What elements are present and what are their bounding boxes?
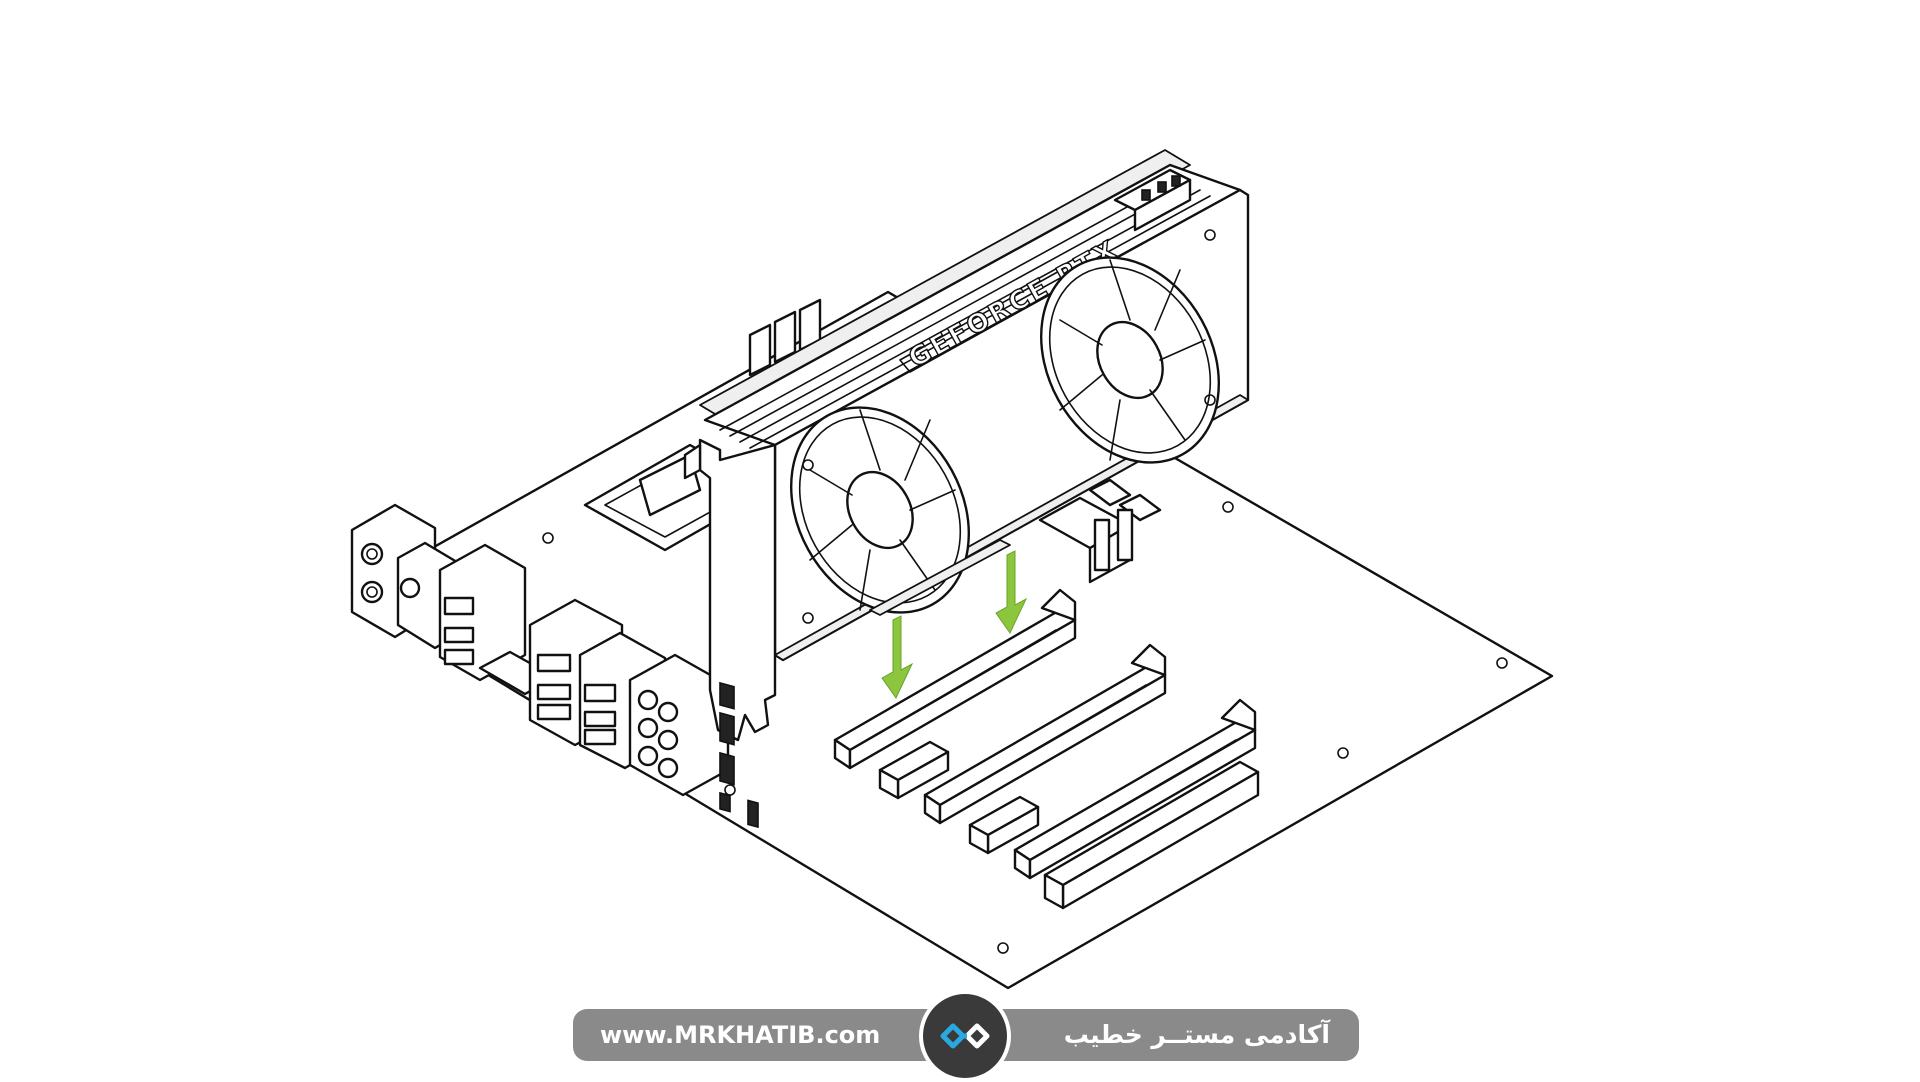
pci-slot-small-2 bbox=[968, 795, 1040, 855]
pcie-bracket bbox=[683, 438, 777, 829]
io-panel bbox=[350, 503, 730, 797]
website-link[interactable]: www.MRKHATIB.com bbox=[600, 1021, 881, 1049]
ram-slots bbox=[748, 298, 822, 377]
heatsink-fins bbox=[719, 177, 1211, 449]
pcie-slot-1 bbox=[833, 588, 1077, 770]
logo bbox=[919, 990, 1011, 1082]
brand-name: آکادمی مستــر خطیب bbox=[1063, 1020, 1330, 1049]
pcie-slots bbox=[833, 588, 1260, 910]
power-connector bbox=[1038, 478, 1162, 584]
arrow-down-icon bbox=[881, 615, 914, 699]
pci-slot-small-1 bbox=[878, 740, 950, 800]
fan-right bbox=[1040, 256, 1220, 464]
pci-slot-long bbox=[1043, 760, 1260, 910]
infinity-link-icon bbox=[940, 1023, 990, 1049]
card-power-connector bbox=[1113, 168, 1192, 232]
pcie-slot-3 bbox=[1013, 698, 1257, 880]
pcie-slot-2 bbox=[923, 643, 1167, 825]
arrow-down-icon bbox=[995, 550, 1028, 634]
graphics-card: GEFORCE RTX bbox=[683, 149, 1250, 829]
fan-left bbox=[790, 406, 970, 614]
